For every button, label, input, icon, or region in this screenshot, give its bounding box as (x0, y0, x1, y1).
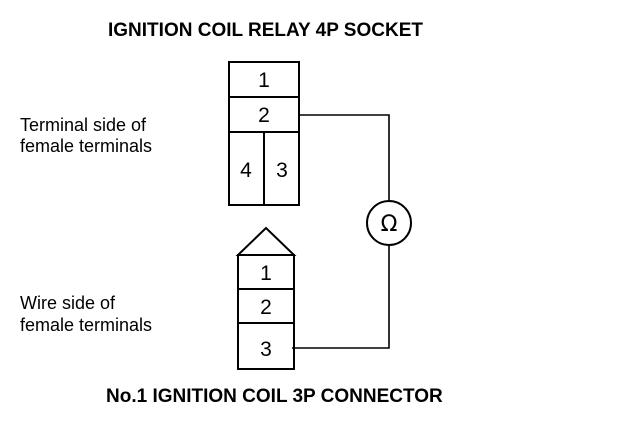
test-lead-to-coil-terminal-3 (292, 245, 390, 349)
relay-socket-title: IGNITION COIL RELAY 4P SOCKET (108, 20, 423, 41)
relay-terminal-3-label: 3 (276, 159, 288, 182)
coil-terminal-3-label: 3 (260, 338, 272, 361)
relay-4p-socket: 1 2 4 3 (228, 61, 300, 206)
relay-terminal-3-cell (263, 131, 300, 206)
relay-terminal-4-cell (228, 131, 265, 206)
coil-terminal-2-label: 2 (260, 296, 272, 319)
relay-terminal-4-label: 4 (240, 159, 252, 182)
coil-terminal-1-label: 1 (260, 262, 272, 285)
relay-terminal-1-label: 1 (258, 69, 270, 92)
ohm-symbol-icon: Ω (381, 212, 398, 237)
relay-socket-side-label-line2: female terminals (20, 136, 152, 156)
ignition-coil-3p-connector: 1 2 3 (235, 226, 297, 370)
ohmmeter: Ω (366, 200, 412, 246)
coil-connector-title: No.1 IGNITION COIL 3P CONNECTOR (106, 386, 443, 407)
coil-connector-side-label-line1: Wire side of (20, 293, 116, 313)
connector-key-arrow (235, 226, 297, 256)
coil-terminal-3-cell (237, 322, 295, 370)
relay-socket-side-label-line1: Terminal side of (20, 115, 147, 135)
relay-terminal-2-label: 2 (258, 104, 270, 127)
test-lead-to-relay-terminal-2 (299, 114, 390, 201)
ohmmeter-circle (366, 200, 412, 246)
coil-connector-side-label-line2: female terminals (20, 315, 152, 335)
coil-terminal-2-cell (237, 288, 295, 324)
